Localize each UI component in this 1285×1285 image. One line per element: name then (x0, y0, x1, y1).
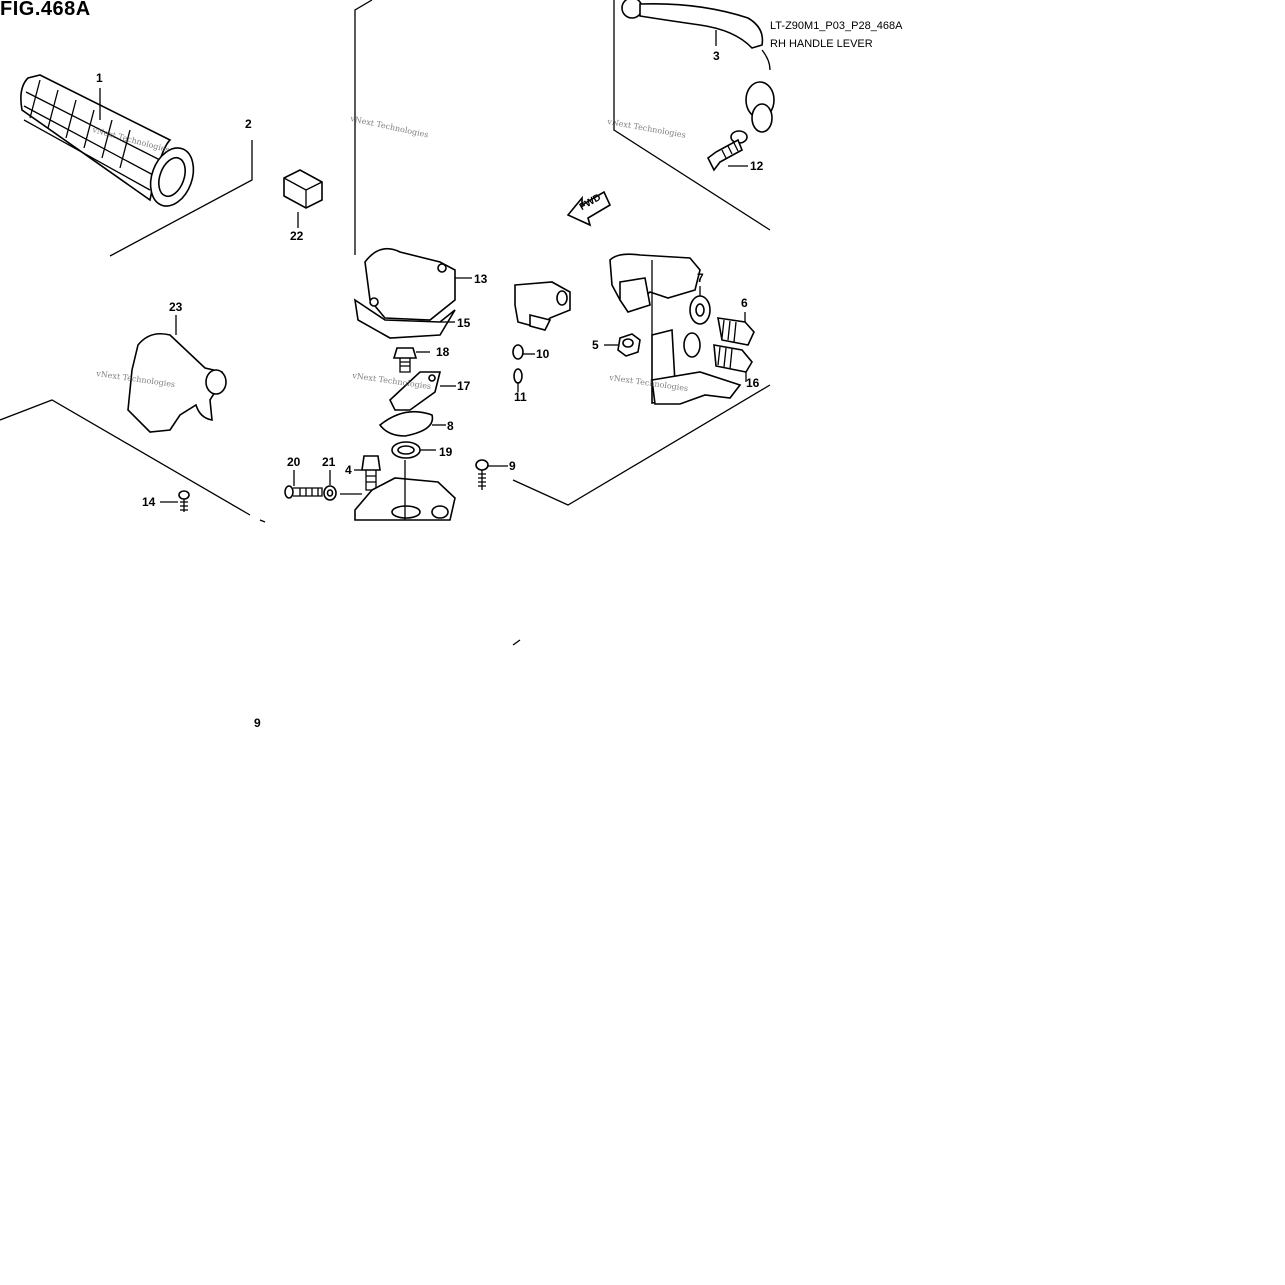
callout-10: 10 (536, 347, 550, 361)
callout-19: 19 (439, 445, 453, 459)
callout-15: 15 (457, 316, 471, 330)
callout-6: 6 (741, 296, 748, 310)
callout-1: 1 (96, 71, 103, 85)
lever-part-3 (621, 0, 771, 71)
callout-20: 20 (287, 455, 301, 469)
watermark-text: vNext Technologies (606, 117, 687, 140)
callout-5: 5 (592, 338, 599, 352)
callout-17: 17 (457, 379, 471, 393)
callout-11: 11 (514, 390, 527, 404)
bolt-part-18 (392, 347, 430, 373)
callout-22: 22 (290, 229, 304, 243)
adjuster-part-16 (713, 344, 753, 382)
callout-13: 13 (474, 272, 488, 286)
nut-part-21 (323, 470, 362, 501)
gasket-part-15 (353, 297, 456, 339)
frame-lines (0, 0, 771, 646)
callout-8: 8 (447, 419, 454, 433)
washer-part-19 (391, 441, 436, 459)
callout-14: 14 (142, 495, 156, 509)
block-part-22 (283, 169, 323, 228)
switch-assembly (609, 253, 742, 405)
callout-9-lower: 9 (254, 716, 261, 730)
section-name: RH HANDLE LEVER (770, 38, 873, 50)
gear-washer-part-7 (683, 286, 711, 358)
collar-upper (730, 81, 775, 144)
bolt-part-12 (706, 138, 748, 172)
spring-part-8 (378, 410, 446, 437)
callout-12: 12 (750, 159, 764, 173)
callout-4: 4 (345, 463, 352, 477)
bracket-part-17 (389, 371, 456, 411)
callout-23: 23 (169, 300, 183, 314)
figure-code: LT-Z90M1_P03_P28_468A (770, 20, 903, 32)
lower-housing (354, 460, 456, 521)
callout-21: 21 (322, 455, 336, 469)
pin-part-4 (354, 455, 381, 491)
adjuster-part-6 (717, 312, 755, 346)
fwd-arrow-icon (566, 190, 612, 227)
callout-16: 16 (746, 376, 760, 390)
grip-part-1 (20, 74, 195, 207)
callouts: 1 2 3 4 5 6 7 8 9 10 11 12 13 14 15 16 1… (96, 49, 764, 730)
mount-part-10 (512, 281, 571, 392)
cover-part-23 (127, 315, 227, 433)
callout-9: 9 (509, 459, 516, 473)
nut-part-5 (604, 333, 641, 357)
housing-part-13 (364, 247, 472, 321)
screw-part-9 (475, 459, 508, 490)
figure-title: FIG.468A (0, 0, 91, 20)
screw-part-14 (160, 490, 190, 512)
watermark-text: vNext Technologies (349, 114, 430, 140)
callout-3: 3 (713, 49, 720, 63)
callout-2: 2 (245, 117, 252, 131)
callout-7: 7 (697, 271, 704, 285)
callout-18: 18 (436, 345, 450, 359)
screw-part-20 (284, 470, 323, 499)
